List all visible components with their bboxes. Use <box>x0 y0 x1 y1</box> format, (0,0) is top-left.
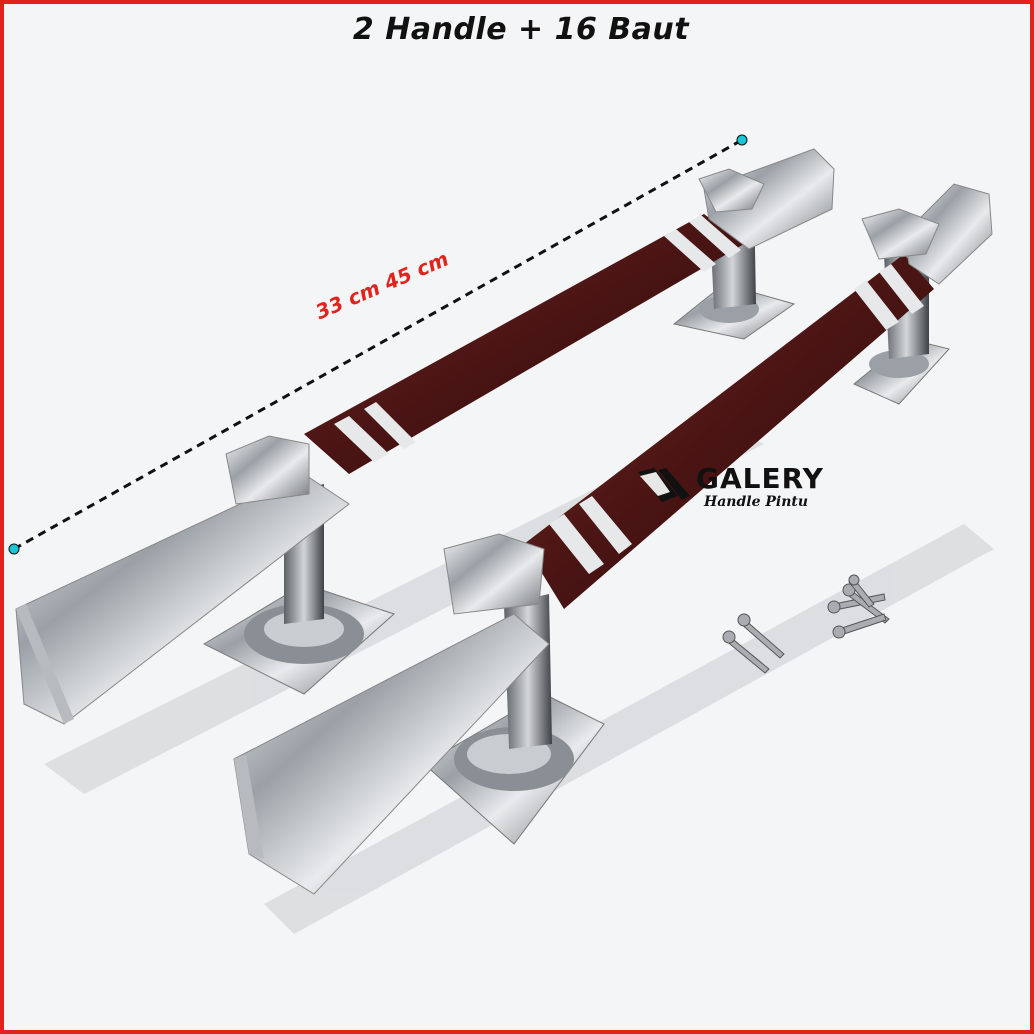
screws <box>722 574 890 674</box>
handle-front <box>233 183 993 895</box>
dimension-line <box>8 134 748 555</box>
brand-name: GALERY <box>696 462 824 495</box>
product-photo <box>8 134 994 934</box>
title: 2 Handle + 16 Baut <box>352 12 690 47</box>
brand-logo: GALERY Handle Pintu <box>636 462 876 522</box>
brand-logo-icon <box>638 468 690 502</box>
handle-back <box>15 148 835 725</box>
brand-tagline: Handle Pintu <box>704 494 809 510</box>
